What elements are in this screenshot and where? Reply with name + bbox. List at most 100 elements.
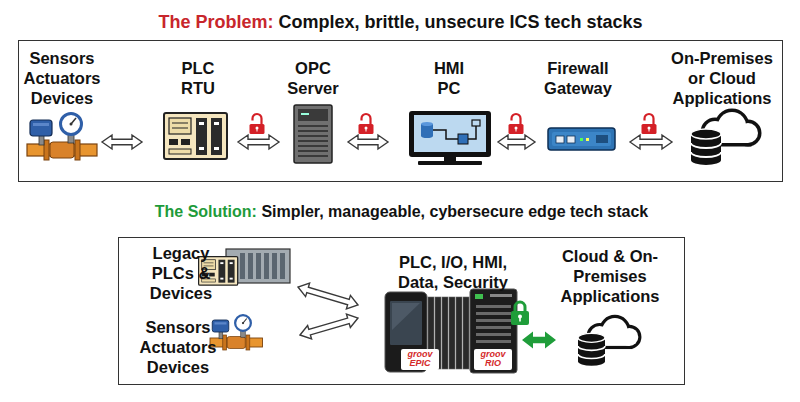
hmi-monitor-icon <box>414 115 486 152</box>
cloud-database-icon <box>578 318 638 366</box>
firewall-gateway-icon <box>586 138 589 141</box>
hmi-monitor-icon <box>472 120 480 126</box>
stack-frame: The Problem:Complex, brittle, unsecure I… <box>18 40 783 182</box>
unlocked-padlock <box>250 114 265 134</box>
stack-component: Sensors Actuators Devices <box>138 317 300 380</box>
component-label: Sensors Actuators Devices <box>136 317 220 377</box>
sensor-actuator-icon <box>27 114 97 161</box>
cloud-database-icon <box>691 112 758 165</box>
groov-epic-device <box>449 297 455 369</box>
component-label: OPC Server <box>281 58 345 98</box>
stack-component: Firewall Gateway <box>535 46 630 168</box>
firewall-gateway-icon <box>548 128 615 150</box>
groov-epic-device <box>456 297 462 369</box>
hmi-monitor-icon <box>409 111 491 157</box>
opc-server-icon <box>294 105 332 163</box>
heading-text: Complex, brittle, unsecure ICS tech stac… <box>278 12 642 32</box>
groov-epic-device <box>390 301 422 345</box>
stack-frame: The Solution:Simpler, manageable, cybers… <box>118 237 685 385</box>
component-label: HMI PC <box>424 58 474 98</box>
opc-server-icon <box>294 105 332 163</box>
opc-server-icon <box>298 140 328 142</box>
heading-lead: The Solution: <box>155 203 257 220</box>
double-arrow <box>102 135 142 149</box>
secure-double-arrow <box>522 332 556 349</box>
groov-rio-device <box>476 319 511 322</box>
opc-server-icon <box>301 113 309 115</box>
stack-component: OPC Server <box>279 46 348 168</box>
opc-server-icon <box>298 130 328 132</box>
firewall-gateway-icon <box>567 136 575 143</box>
component-label: Cloud & On-Premises Applications <box>556 246 664 306</box>
sensor-actuator-icon <box>210 315 263 350</box>
opc-server-icon <box>298 150 328 152</box>
io-rack-icon <box>264 253 269 279</box>
component-label: Firewall Gateway <box>538 58 618 98</box>
device-logo: groov RIO <box>475 350 511 368</box>
component-label: PLC, I/O, HMI, Data, Security <box>388 252 518 292</box>
stack-component: Legacy PLCs & Devices <box>138 243 298 300</box>
plc-rtu-icon <box>164 113 227 159</box>
device-logo: groov EPIC <box>400 350 440 368</box>
groov-rio-device <box>490 294 512 297</box>
io-rack-icon <box>240 253 245 279</box>
groov-rio-device <box>470 289 517 373</box>
hmi-monitor-icon <box>444 157 456 161</box>
io-rack-icon <box>248 253 253 279</box>
groov-rio-device <box>476 312 511 315</box>
component-label: Sensors Actuators Devices <box>20 48 104 108</box>
hmi-monitor-icon <box>433 130 458 139</box>
groov-rio-device <box>476 340 511 343</box>
stack-component: HMI PC <box>388 46 498 168</box>
hmi-monitor-icon <box>468 126 476 139</box>
opc-server-icon <box>298 135 328 137</box>
component-label: Legacy PLCs & Devices <box>139 243 223 303</box>
io-rack-icon <box>280 253 285 279</box>
opc-server-icon <box>298 125 328 127</box>
stack-component: PLC RTU <box>142 46 238 168</box>
stack-component: Sensors Actuators Devices <box>20 46 102 168</box>
firewall-gateway-icon <box>596 135 608 143</box>
unlocked-padlock <box>509 114 524 134</box>
logo-plate <box>401 349 439 370</box>
opc-server-icon <box>298 155 328 157</box>
double-arrow <box>238 135 279 149</box>
groov-rio-device <box>476 333 511 336</box>
stack-component: On-Premises or Cloud Applications <box>672 46 776 168</box>
section-heading: The Solution:Simpler, manageable, cybers… <box>118 201 685 223</box>
groov-rio-device <box>475 294 483 299</box>
opc-server-icon <box>298 109 328 121</box>
groov-epic-device <box>463 297 469 369</box>
unlocked-padlock <box>642 114 657 134</box>
firewall-gateway-icon <box>552 132 611 146</box>
component-label: PLC RTU <box>173 58 223 98</box>
locked-padlock <box>515 302 525 312</box>
opc-server-icon <box>298 145 328 147</box>
heading-lead: The Problem: <box>158 12 273 32</box>
double-arrow <box>298 283 358 309</box>
logo-plate <box>474 349 512 370</box>
double-arrow <box>498 135 535 149</box>
groov-rio-device <box>470 289 517 373</box>
component-label: On-Premises or Cloud Applications <box>667 48 777 108</box>
groov-epic-device <box>442 297 448 369</box>
hmi-monitor-icon <box>458 134 468 144</box>
locked-padlock <box>511 302 529 325</box>
groov-epic-device <box>385 292 469 372</box>
heading-text: Simpler, manageable, cybersecure edge te… <box>261 203 648 220</box>
firewall-gateway-icon <box>556 136 564 143</box>
double-arrow <box>300 314 358 339</box>
groov-rio-device <box>476 326 511 329</box>
unlocked-padlock <box>359 114 374 134</box>
firewall-gateway-icon <box>580 138 583 141</box>
locked-padlock <box>511 311 529 325</box>
double-arrow <box>348 135 388 149</box>
section-heading: The Problem:Complex, brittle, unsecure I… <box>18 10 783 34</box>
hmi-monitor-icon <box>409 111 491 165</box>
io-rack-icon <box>272 253 277 279</box>
groov-rio-device <box>476 305 511 308</box>
firewall-gateway-icon <box>548 128 615 150</box>
groov-epic-device <box>392 303 420 330</box>
